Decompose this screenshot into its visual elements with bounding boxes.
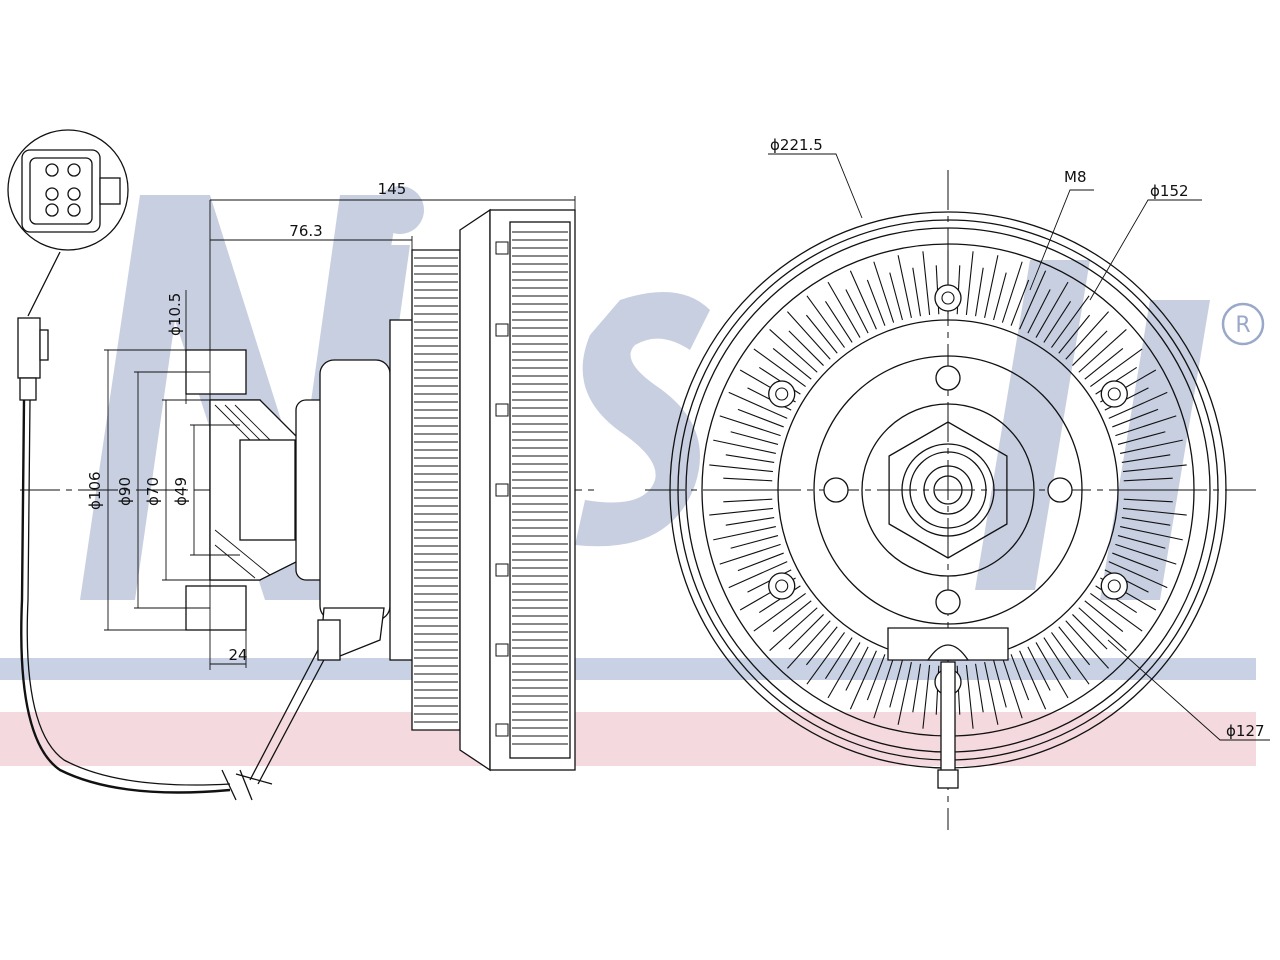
dim-49-label: ϕ49 xyxy=(172,477,190,506)
dim-145-label: 145 xyxy=(378,180,407,198)
dim-24-label: 24 xyxy=(228,646,247,664)
sensor-cable xyxy=(17,317,327,801)
dim-76-3-label: 76.3 xyxy=(289,222,322,240)
mounting-holes xyxy=(768,284,1128,696)
dim-152-label: ϕ152 xyxy=(1150,182,1189,200)
dim-90-label: ϕ90 xyxy=(116,477,134,506)
registered-mark-letter: R xyxy=(1235,313,1250,338)
front-view xyxy=(645,170,1256,830)
watermark-logo: R xyxy=(0,186,1265,766)
dim-m8-label: M8 xyxy=(1064,168,1087,186)
connector-detail xyxy=(7,129,129,317)
registered-mark-circle xyxy=(1221,302,1265,346)
fins-left xyxy=(414,257,458,723)
dim-70-label: ϕ70 xyxy=(144,477,162,506)
side-dimensions: 145 76.3 24 ϕ10.5 ϕ106 ϕ90 ϕ70 ϕ49 xyxy=(86,180,576,670)
watermark-band-pink xyxy=(0,712,1256,766)
dim-106-label: ϕ106 xyxy=(86,471,104,510)
hub-holes xyxy=(823,365,1073,615)
dim-10-5-label: ϕ10.5 xyxy=(166,293,184,336)
dim-127-label: ϕ127 xyxy=(1226,722,1265,740)
fins-right xyxy=(495,231,568,745)
dim-221-5-label: ϕ221.5 xyxy=(770,136,823,154)
watermark-band-blue xyxy=(0,658,1256,680)
front-dimensions: ϕ221.5 M8 ϕ152 ϕ127 xyxy=(768,136,1270,741)
side-view xyxy=(20,208,600,772)
